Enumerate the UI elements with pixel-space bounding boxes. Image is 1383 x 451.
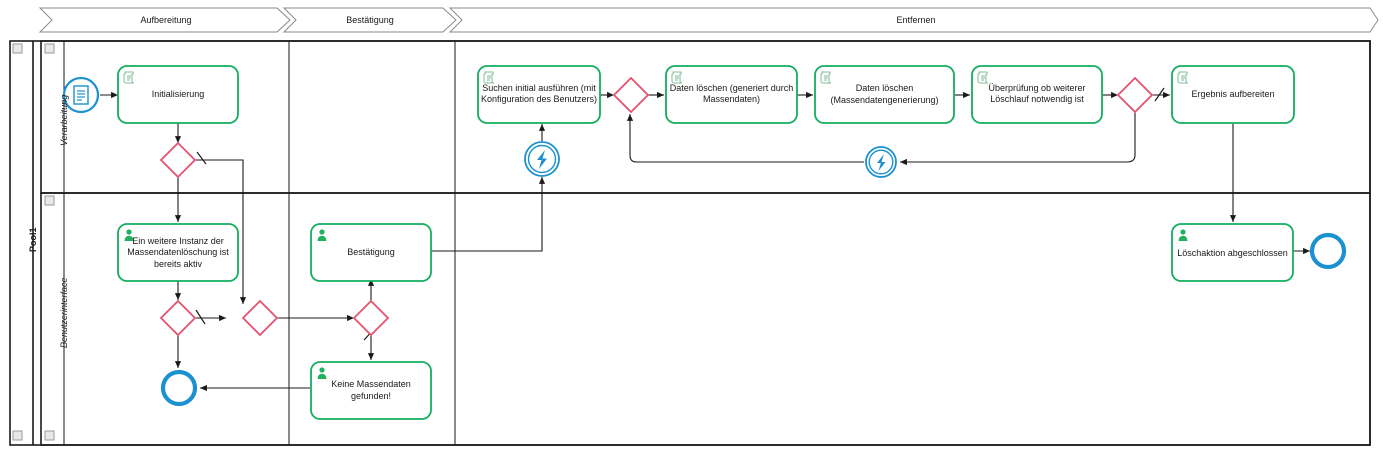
task-daten-loeschen-1-rect bbox=[665, 65, 798, 124]
script-icon-daten-loeschen-2 bbox=[820, 71, 832, 84]
script-icon-suchen-initial bbox=[483, 71, 495, 84]
task-instanz-aktiv-rect bbox=[117, 223, 239, 282]
gateway-5 bbox=[612, 76, 650, 114]
flow-signal2-to-gw5 bbox=[626, 114, 864, 163]
gateway-1 bbox=[159, 141, 197, 179]
pool-collapse-box bbox=[12, 43, 23, 54]
intermediate-event-signal-1[interactable] bbox=[524, 141, 560, 177]
message-document-icon bbox=[73, 85, 89, 105]
task-bestaetigung-rect bbox=[310, 223, 432, 282]
lightning-bolt-icon-2 bbox=[877, 154, 886, 171]
user-task-icons bbox=[124, 229, 1188, 379]
pool-collapse-box-bottom bbox=[12, 430, 23, 441]
lane2-collapse-box bbox=[44, 195, 55, 206]
flow-bestaetigung-to-signal1 bbox=[431, 177, 546, 252]
collapse-boxes[interactable] bbox=[12, 43, 55, 441]
intermediate-event-signal-2[interactable] bbox=[865, 146, 897, 178]
pool-label: Pool1 bbox=[28, 227, 38, 252]
lane-frames bbox=[40, 40, 1371, 446]
user-icon-bestaetigung bbox=[317, 229, 327, 241]
task-initialisierung-rect bbox=[117, 65, 239, 124]
script-task-icons bbox=[123, 71, 1189, 84]
default-marker-gw6 bbox=[1154, 87, 1165, 102]
gateway-6 bbox=[1116, 76, 1154, 114]
task-ergebnis-aufbereiten-rect bbox=[1171, 65, 1295, 124]
phase-header-bar bbox=[38, 7, 1379, 33]
user-icon-instanz-aktiv bbox=[124, 229, 134, 241]
lane2-collapse-box-bottom bbox=[44, 430, 55, 441]
default-marker-gw2 bbox=[195, 309, 206, 325]
phase-chevron-aufbereitung bbox=[38, 7, 291, 33]
gateway-4 bbox=[352, 299, 390, 337]
end-event-1[interactable] bbox=[160, 369, 198, 407]
user-icon-loeschaktion bbox=[1178, 229, 1188, 241]
lane1-collapse-box bbox=[44, 43, 55, 54]
phase-dividers bbox=[288, 41, 456, 445]
task-ueberpruefung-rect bbox=[971, 65, 1103, 124]
script-icon-ueberpruefung bbox=[977, 71, 989, 84]
lane-benutzerinterface-rect bbox=[40, 192, 1371, 446]
sequence-flows bbox=[100, 87, 1310, 392]
flow-gw1-default-to-gw3 bbox=[195, 159, 247, 304]
flow-gw6-loop-to-signal2 bbox=[900, 112, 1136, 166]
tasks[interactable] bbox=[117, 65, 1295, 420]
phase-label-bestaetigung: Bestätigung bbox=[346, 15, 394, 25]
task-keine-massendaten-rect bbox=[310, 361, 432, 420]
phase-label-aufbereitung: Aufbereitung bbox=[140, 15, 192, 25]
lane-label-verarbeitung: Verarbeitung bbox=[59, 94, 69, 146]
lane-label-benutzerinterface: Benutzerinterface bbox=[59, 277, 69, 348]
gateway-3 bbox=[241, 299, 279, 337]
script-icon-ergebnis-aufbereiten bbox=[1177, 71, 1189, 84]
task-loeschaktion-rect bbox=[1171, 223, 1294, 282]
default-marker-gw1 bbox=[196, 151, 207, 165]
phase-label-entfernen: Entfernen bbox=[896, 15, 936, 25]
phase-chevron-entfernen bbox=[448, 7, 1379, 33]
lightning-bolt-icon bbox=[537, 150, 547, 169]
script-icon-daten-loeschen-1 bbox=[671, 71, 683, 84]
gateway-2 bbox=[159, 299, 197, 337]
phase-chevron-bestaetigung bbox=[282, 7, 457, 33]
script-icon-initialisierung bbox=[123, 71, 135, 84]
end-event-2[interactable] bbox=[1309, 232, 1347, 270]
task-daten-loeschen-2-rect bbox=[814, 65, 955, 124]
user-icon-keine-massendaten bbox=[317, 367, 327, 379]
gateways[interactable] bbox=[159, 76, 1154, 337]
task-suchen-initial-rect bbox=[477, 65, 601, 124]
start-event-message[interactable] bbox=[62, 76, 100, 114]
